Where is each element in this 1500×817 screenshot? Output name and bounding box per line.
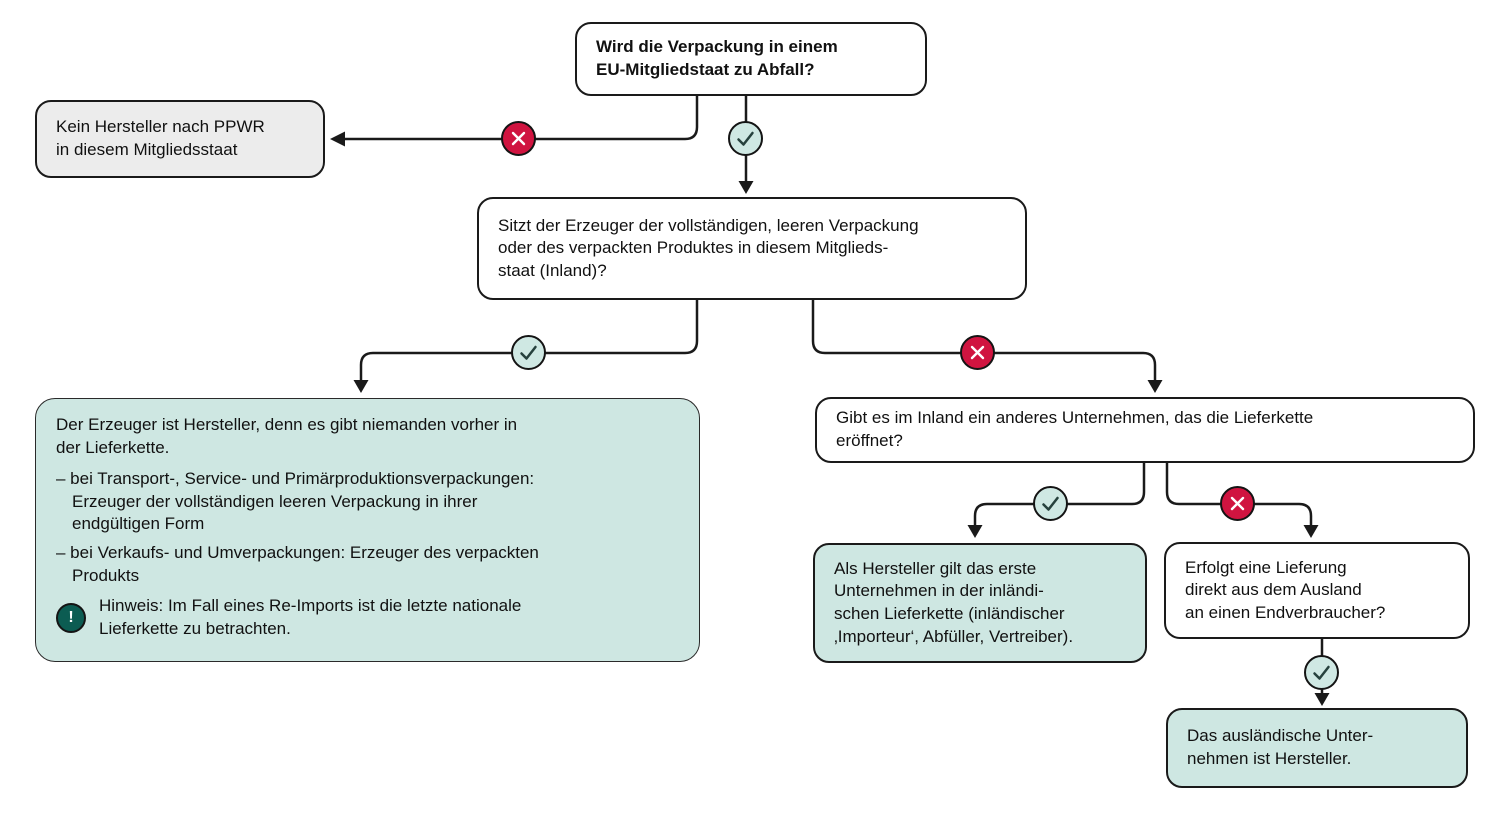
node-question-other-company: Gibt es im Inland ein anderes Unternehme… <box>815 397 1475 463</box>
bullet-item: – bei Verkaufs- und Umverpackungen: Erze… <box>56 543 539 585</box>
exclamation-glyph: ! <box>68 608 74 626</box>
check-icon <box>511 335 546 370</box>
question-text: Sitzt der Erzeuger der vollständigen, le… <box>498 215 919 280</box>
arrowhead-down <box>738 181 754 194</box>
arrowhead-down <box>353 380 369 393</box>
exclamation-icon: ! <box>56 602 86 633</box>
node-question-origin: Sitzt der Erzeuger der vollständigen, le… <box>477 197 1027 300</box>
cross-icon <box>960 335 995 370</box>
result-text: Als Hersteller gilt das erste Unternehme… <box>834 558 1074 646</box>
node-question-direct-delivery: Erfolgt eine Lieferung direkt aus dem Au… <box>1164 542 1470 639</box>
bullet-item: – bei Transport-, Service- und Primärpro… <box>56 469 535 534</box>
question-text: Gibt es im Inland ein anderes Unternehme… <box>836 408 1314 450</box>
result-no-producer: Kein Hersteller nach PPWR in diesem Mitg… <box>35 100 325 178</box>
result-intro-text: Der Erzeuger ist Hersteller, denn es gib… <box>56 415 518 457</box>
question-text: Wird die Verpackung in einem EU-Mitglied… <box>596 37 838 79</box>
cross-icon <box>501 121 536 156</box>
arrowhead-down <box>967 525 983 538</box>
result-text: Das ausländische Unter- nehmen ist Herst… <box>1187 726 1374 768</box>
node-question-waste: Wird die Verpackung in einem EU-Mitglied… <box>575 22 927 96</box>
result-first-domestic-company: Als Hersteller gilt das erste Unternehme… <box>813 543 1147 663</box>
arrowhead-left <box>330 131 345 147</box>
hint-text: Hinweis: Im Fall eines Re-Imports ist di… <box>99 596 522 638</box>
hint-row: ! Hinweis: Im Fall eines Re-Imports ist … <box>56 595 679 640</box>
arrowhead-down <box>1303 525 1319 538</box>
result-producer-is-manufacturer: Der Erzeuger ist Hersteller, denn es gib… <box>35 398 700 662</box>
result-text: Kein Hersteller nach PPWR in diesem Mitg… <box>56 117 265 159</box>
cross-icon <box>1220 486 1255 521</box>
question-text: Erfolgt eine Lieferung direkt aus dem Au… <box>1185 557 1386 622</box>
check-icon <box>728 121 763 156</box>
arrowhead-down <box>1314 693 1330 706</box>
check-icon <box>1033 486 1068 521</box>
arrowhead-down <box>1147 380 1163 393</box>
check-icon <box>1304 655 1339 690</box>
result-foreign-manufacturer: Das ausländische Unter- nehmen ist Herst… <box>1166 708 1468 788</box>
edge-q1-no <box>345 96 699 141</box>
